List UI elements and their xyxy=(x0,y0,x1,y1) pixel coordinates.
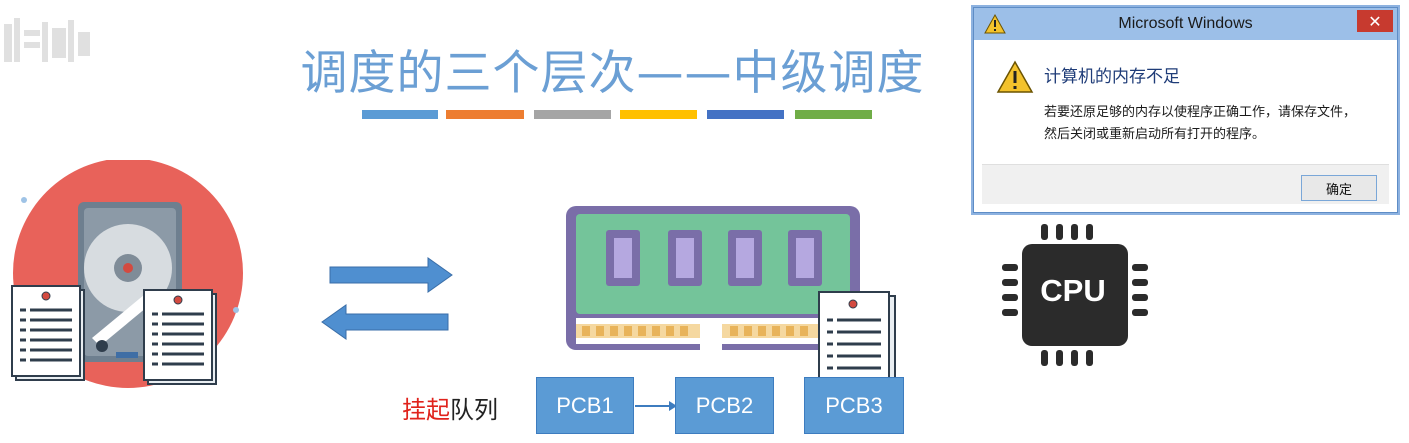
suspend-word: 挂起 xyxy=(402,396,450,424)
watermark-logo xyxy=(4,18,90,62)
dialog-message: 若要还原足够的内存以使程序正确工作，请保存文件， 然后关闭或重新启动所有打开的程… xyxy=(1044,102,1384,146)
server-document-icon xyxy=(818,291,896,389)
transfer-right-arrow xyxy=(329,257,453,293)
cpu-chip-icon xyxy=(1002,224,1148,366)
queue-link-arrow xyxy=(635,401,677,411)
pcb-box-1: PCB1 xyxy=(536,377,634,434)
warning-icon xyxy=(996,60,1034,93)
cpu-label: CPU xyxy=(1040,273,1106,308)
document-icon xyxy=(143,289,217,385)
accent-bar xyxy=(446,110,524,119)
dialog-message-line: 然后关闭或重新启动所有打开的程序。 xyxy=(1044,127,1266,142)
suspend-queue-label: 挂起队列 xyxy=(402,390,498,425)
dialog-title: Microsoft Windows xyxy=(1118,15,1253,32)
pcb-box-2: PCB2 xyxy=(675,377,774,434)
pcb-box-3: PCB3 xyxy=(804,377,904,434)
accent-bar xyxy=(534,110,611,119)
dialog-message-line: 若要还原足够的内存以使程序正确工作，请保存文件， xyxy=(1044,105,1357,120)
transfer-left-arrow xyxy=(321,304,449,340)
queue-word: 队列 xyxy=(450,396,498,424)
accent-bar xyxy=(707,110,784,119)
dialog-footer: 确定 xyxy=(982,164,1389,204)
accent-bar xyxy=(362,110,438,119)
document-icon xyxy=(11,285,85,381)
dialog-titlebar xyxy=(974,8,1397,40)
dialog-body: 计算机的内存不足 若要还原足够的内存以使程序正确工作，请保存文件， 然后关闭或重… xyxy=(982,40,1389,164)
accent-bar xyxy=(620,110,697,119)
out-of-memory-dialog: Microsoft Windows ✕ 计算机的内存不足 若要还原足够的内存以使… xyxy=(973,7,1398,213)
ram-module-icon xyxy=(563,206,863,352)
warning-icon xyxy=(984,14,1006,34)
slide-title: 调度的三个层次——中级调度 xyxy=(300,46,925,101)
dialog-heading: 计算机的内存不足 xyxy=(1044,67,1180,87)
ok-button[interactable]: 确定 xyxy=(1301,175,1377,201)
accent-bar xyxy=(795,110,872,119)
dialog-close-button[interactable]: ✕ xyxy=(1357,10,1393,32)
